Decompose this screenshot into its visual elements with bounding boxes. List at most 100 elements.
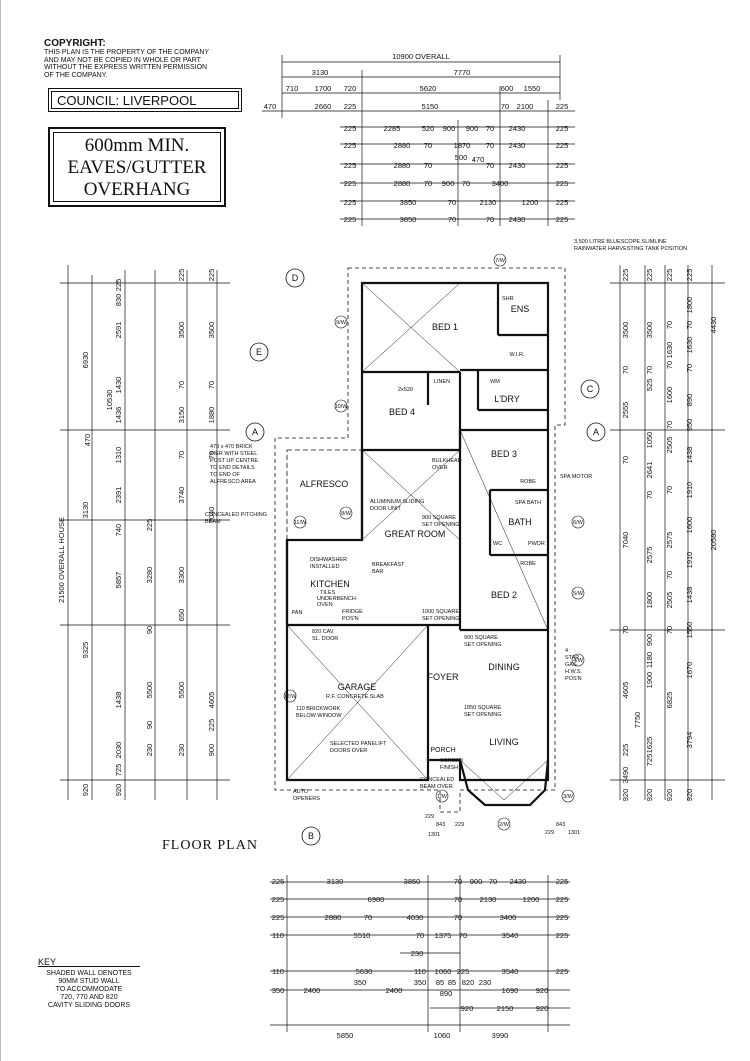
dim-text: 2430 bbox=[509, 215, 526, 224]
note-set-900: SET OPENING bbox=[422, 522, 460, 528]
dim-text: 110 bbox=[414, 967, 426, 976]
dim-text: 5850 bbox=[337, 1031, 354, 1040]
room-bed-3: BED 3 bbox=[491, 449, 517, 459]
room-bed-1: BED 1 bbox=[432, 322, 458, 332]
dim-text: 225 bbox=[272, 913, 285, 922]
dim-text: 4605 bbox=[621, 682, 630, 699]
dim-text: 1690 bbox=[502, 986, 519, 995]
dim-text: 70 bbox=[645, 366, 654, 374]
copyright-line: THIS PLAN IS THE PROPERTY OF THE COMPANY bbox=[44, 49, 210, 56]
bay-window-wall bbox=[458, 759, 550, 807]
dim-text: 70 bbox=[665, 361, 674, 369]
note-kitchen-tiles: TILES bbox=[320, 590, 336, 596]
grid-marker-a-left bbox=[245, 422, 265, 442]
dim-text: 1180 bbox=[645, 652, 654, 668]
dim-text: 6980 bbox=[368, 895, 385, 904]
window-tag: 1/W bbox=[437, 794, 448, 800]
room-robe: ROBE bbox=[520, 561, 536, 567]
room-porch: PORCH bbox=[430, 747, 455, 754]
dim-text: 70 bbox=[665, 571, 674, 579]
dim-text: 225 bbox=[556, 102, 569, 111]
dim-text: 920 bbox=[536, 986, 549, 995]
note-set-1000: SET OPENING bbox=[422, 616, 460, 622]
room-robe: ROBE bbox=[520, 479, 536, 485]
dim-text: 3130 bbox=[81, 502, 90, 519]
room-great-room: GREAT ROOM bbox=[385, 529, 446, 539]
window-tag-circle bbox=[435, 789, 449, 803]
dim-text: 920 bbox=[81, 784, 90, 797]
dim-text: 230 bbox=[479, 978, 492, 987]
note-hws: GAS bbox=[565, 662, 577, 668]
dim-text: 525 bbox=[645, 379, 654, 392]
alfresco-outline bbox=[286, 449, 363, 541]
note-tank: RAINWATER HARVESTING TANK POSITION bbox=[574, 246, 687, 252]
dim-text: 1200 bbox=[523, 895, 540, 904]
dim-text: 2505 bbox=[665, 437, 674, 454]
dim-text: 1630 bbox=[665, 342, 674, 359]
dim-text: 1910 bbox=[685, 482, 694, 499]
note-washing-machine: WM bbox=[490, 379, 500, 385]
eaves-outline bbox=[274, 267, 566, 813]
dim-text: 70 bbox=[621, 626, 630, 634]
dim-text: 225 bbox=[177, 269, 186, 282]
copyright-heading: COPYRIGHT: bbox=[44, 38, 106, 49]
dim-text: 70 bbox=[448, 198, 456, 207]
dim-text: 5510 bbox=[354, 931, 371, 940]
note-hws: H.W.S. bbox=[565, 669, 583, 675]
dim-text: 820 bbox=[462, 978, 475, 987]
dim-text: 70 bbox=[486, 161, 494, 170]
dim-text: 70 bbox=[207, 451, 216, 459]
dim-text: 70 bbox=[448, 215, 456, 224]
grid-label: D bbox=[292, 273, 299, 283]
key-legend: KEY SHADED WALL DENOTES 90mm STUD WALL T… bbox=[38, 958, 140, 1010]
window-tag-circle bbox=[571, 515, 585, 529]
dim-text: 225 bbox=[344, 141, 357, 150]
window-tag: 4/W bbox=[573, 658, 584, 664]
dim-text: 1050 bbox=[645, 432, 654, 449]
note-pier: TO END OF bbox=[210, 472, 240, 478]
dim-text: 3280 bbox=[145, 567, 154, 584]
dim-text: 2130 bbox=[480, 895, 497, 904]
dim-text: 70 bbox=[486, 215, 494, 224]
note-auto-openers: OPENERS bbox=[293, 796, 320, 802]
room-bath: BATH bbox=[508, 517, 531, 527]
dim-text: 740 bbox=[114, 524, 123, 537]
window-tag-circle bbox=[493, 253, 507, 267]
dim-text: 70 bbox=[489, 877, 497, 886]
dim-text: 350 bbox=[354, 978, 367, 987]
note-cavity-door: SL. DOOR bbox=[312, 636, 338, 642]
window-tag: 6/W bbox=[573, 520, 584, 526]
dim-text: 225 bbox=[556, 161, 569, 170]
dim-text: 7750 bbox=[633, 712, 642, 729]
room-foyer: FOYER bbox=[427, 672, 459, 682]
note-underbench: OVEN bbox=[317, 602, 333, 608]
dim-text: 1600 bbox=[685, 517, 694, 534]
dim-text: 70 bbox=[665, 321, 674, 329]
dim-text: 1438 bbox=[685, 447, 694, 464]
dim-text: 225 bbox=[207, 269, 216, 282]
dim-text: 920 bbox=[685, 789, 694, 802]
dim-text: 2430 bbox=[509, 161, 526, 170]
grid-marker-a-right bbox=[586, 422, 606, 442]
note-wc: WC bbox=[493, 541, 502, 547]
dim-text: 3740 bbox=[177, 487, 186, 504]
key-line: TO ACCOMMODATE bbox=[55, 986, 123, 993]
note-hws: 4 bbox=[565, 648, 568, 654]
dim-text: 1625 bbox=[645, 737, 654, 754]
dim-text: 4605 bbox=[207, 692, 216, 709]
room-bed-4: BED 4 bbox=[389, 407, 415, 417]
key-line: 720, 770 AND 820 bbox=[60, 994, 118, 1001]
bay-dim: 843 bbox=[556, 822, 565, 828]
dim-text: 1800 bbox=[685, 297, 694, 314]
dim-text: 1375 bbox=[435, 931, 452, 940]
dim-text: 3500 bbox=[645, 322, 654, 339]
note-panelift: SELECTED PANELIFT bbox=[330, 741, 387, 747]
dim-text: 70 bbox=[454, 913, 462, 922]
dim-text: 1060 bbox=[434, 1031, 451, 1040]
dim-text: 3990 bbox=[492, 1031, 509, 1040]
dim-text: 10900 OVERALL bbox=[392, 52, 450, 61]
bay-dim: 1301 bbox=[428, 832, 440, 838]
dim-text: 2880 bbox=[394, 141, 411, 150]
dim-text: 470 bbox=[264, 102, 277, 111]
dim-text: 70 bbox=[665, 421, 674, 429]
